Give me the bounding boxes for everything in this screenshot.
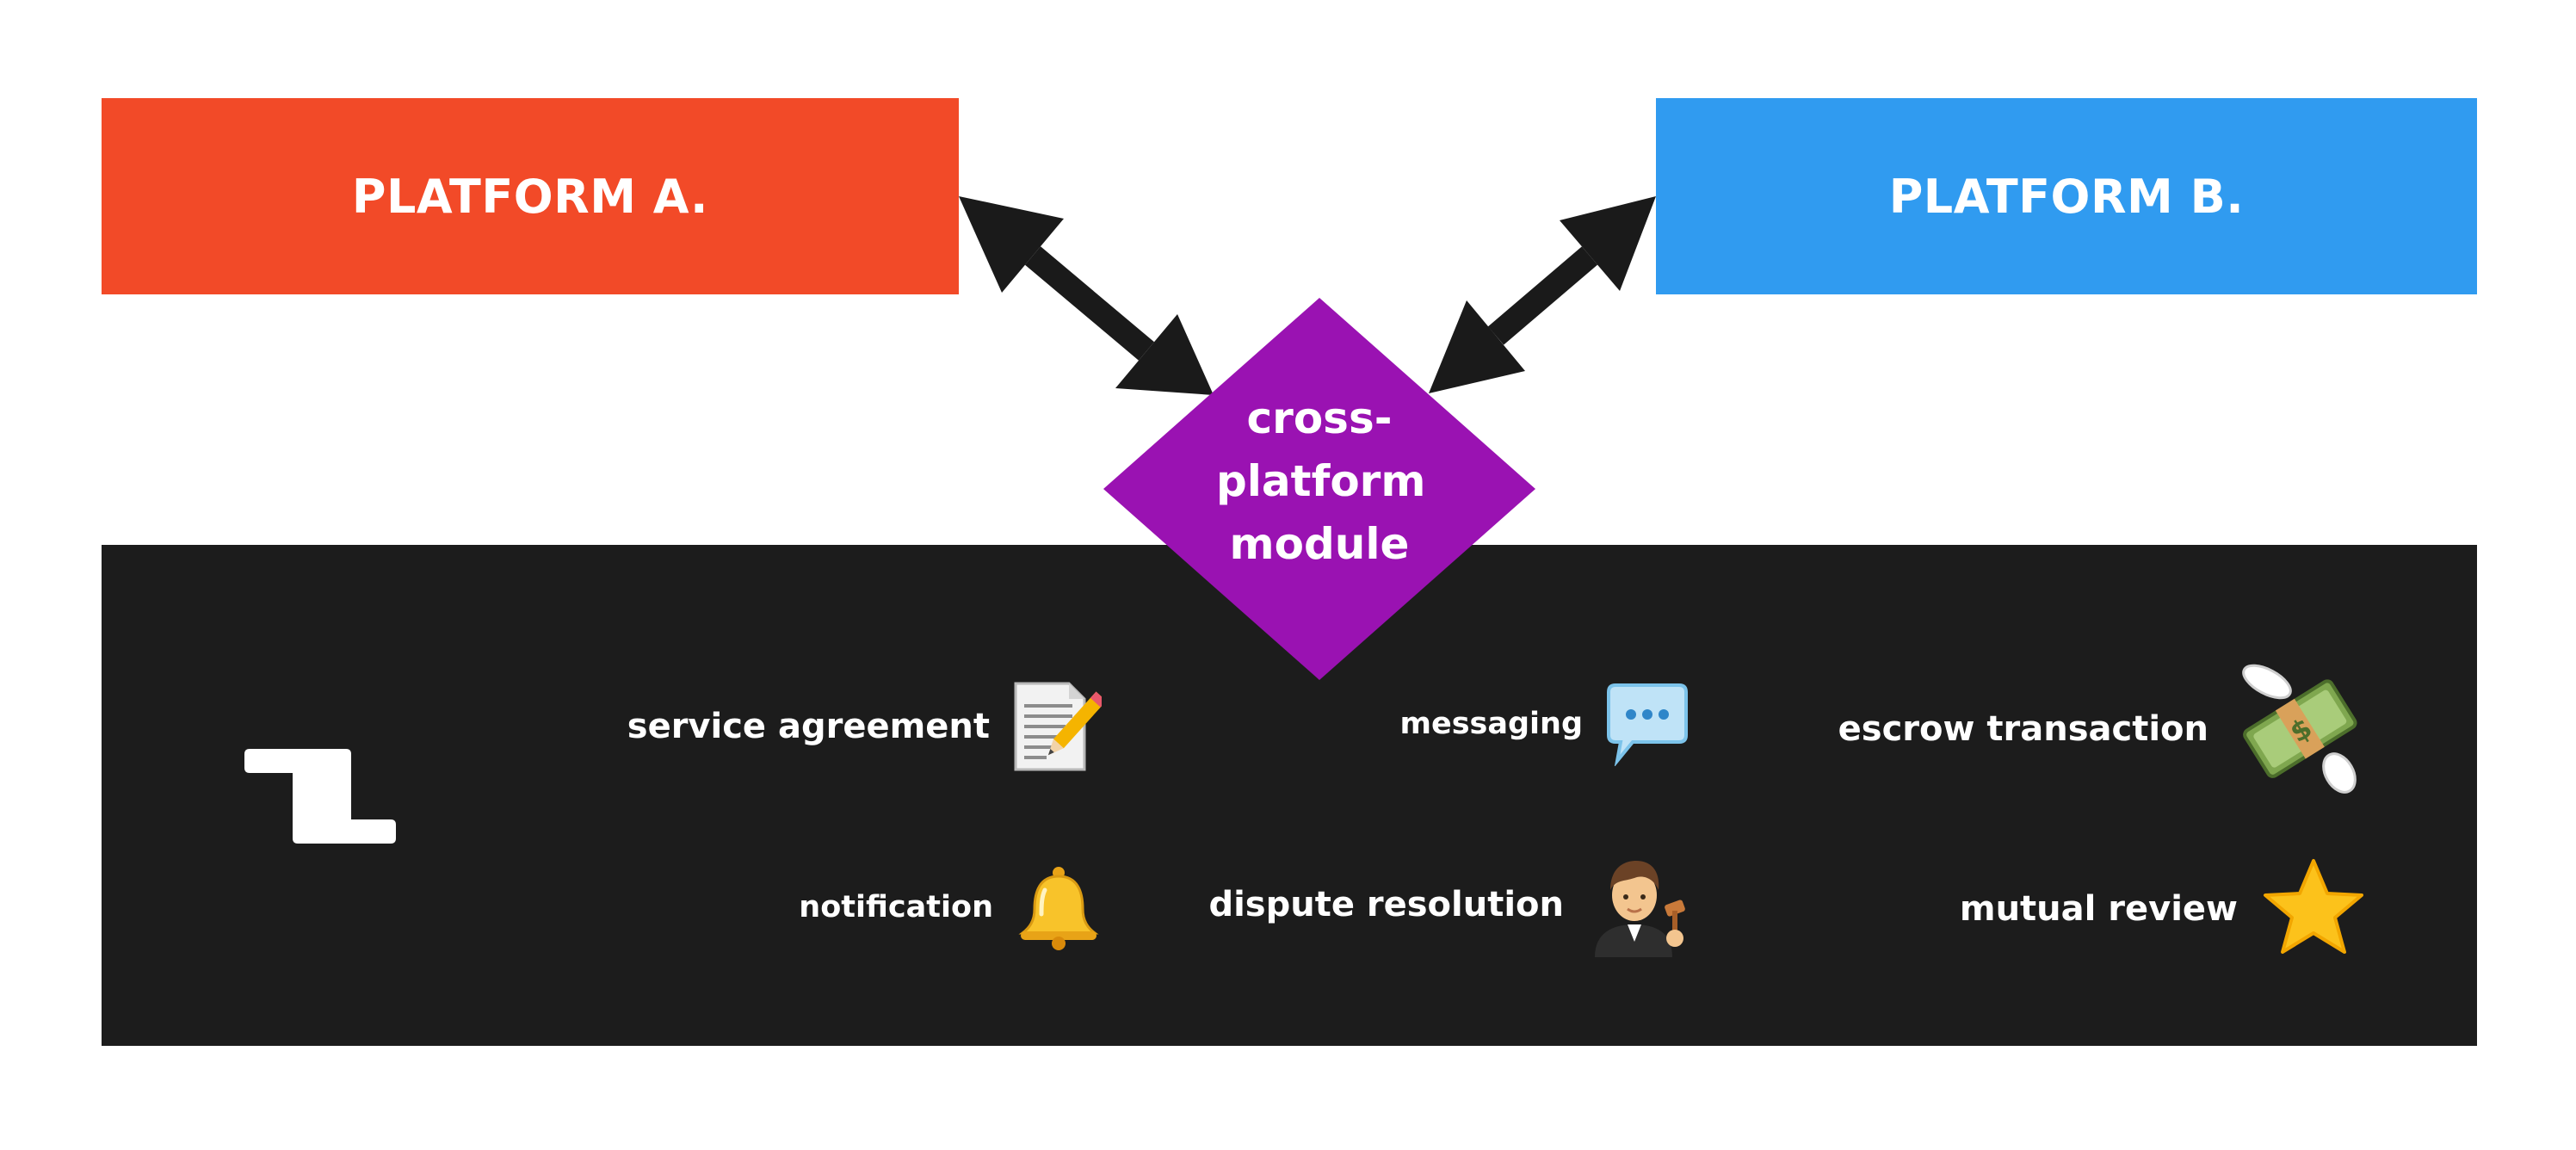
memo-pencil-icon (1014, 682, 1102, 771)
feature-label: service agreement (627, 707, 990, 746)
feature-label: dispute resolution (1208, 885, 1564, 924)
feature-label: mutual review (1959, 889, 2238, 929)
feature-notification: notification (799, 864, 1102, 950)
feature-label: escrow transaction (1838, 709, 2208, 749)
feature-messaging: messaging (1399, 682, 1690, 766)
judge-icon (1595, 861, 1685, 957)
platform-a-box: PLATFORM A. (102, 98, 959, 294)
platform-b-box: PLATFORM B. (1656, 98, 2477, 294)
star-icon (2264, 859, 2363, 954)
cross-platform-module-label: cross- platform module (1216, 393, 1426, 569)
money-with-wings-icon: $ (2242, 664, 2357, 794)
arrow-platform-b-to-module (1429, 196, 1656, 393)
platform-a-label: PLATFORM A. (351, 169, 709, 224)
arrow-platform-a-to-module (959, 196, 1214, 395)
feature-service-agreement: service agreement (627, 680, 1102, 773)
feature-escrow-transaction: escrow transaction $ (1838, 661, 2367, 797)
step-logo-icon (244, 749, 396, 844)
feature-mutual-review: mutual review (1960, 856, 2367, 962)
platform-b-label: PLATFORM B. (1888, 169, 2245, 224)
speech-bubble-icon (1607, 683, 1688, 766)
feature-dispute-resolution: dispute resolution (1208, 852, 1690, 957)
bell-icon (1018, 867, 1099, 950)
feature-label: messaging (1399, 707, 1583, 741)
feature-label: notification (799, 890, 993, 924)
